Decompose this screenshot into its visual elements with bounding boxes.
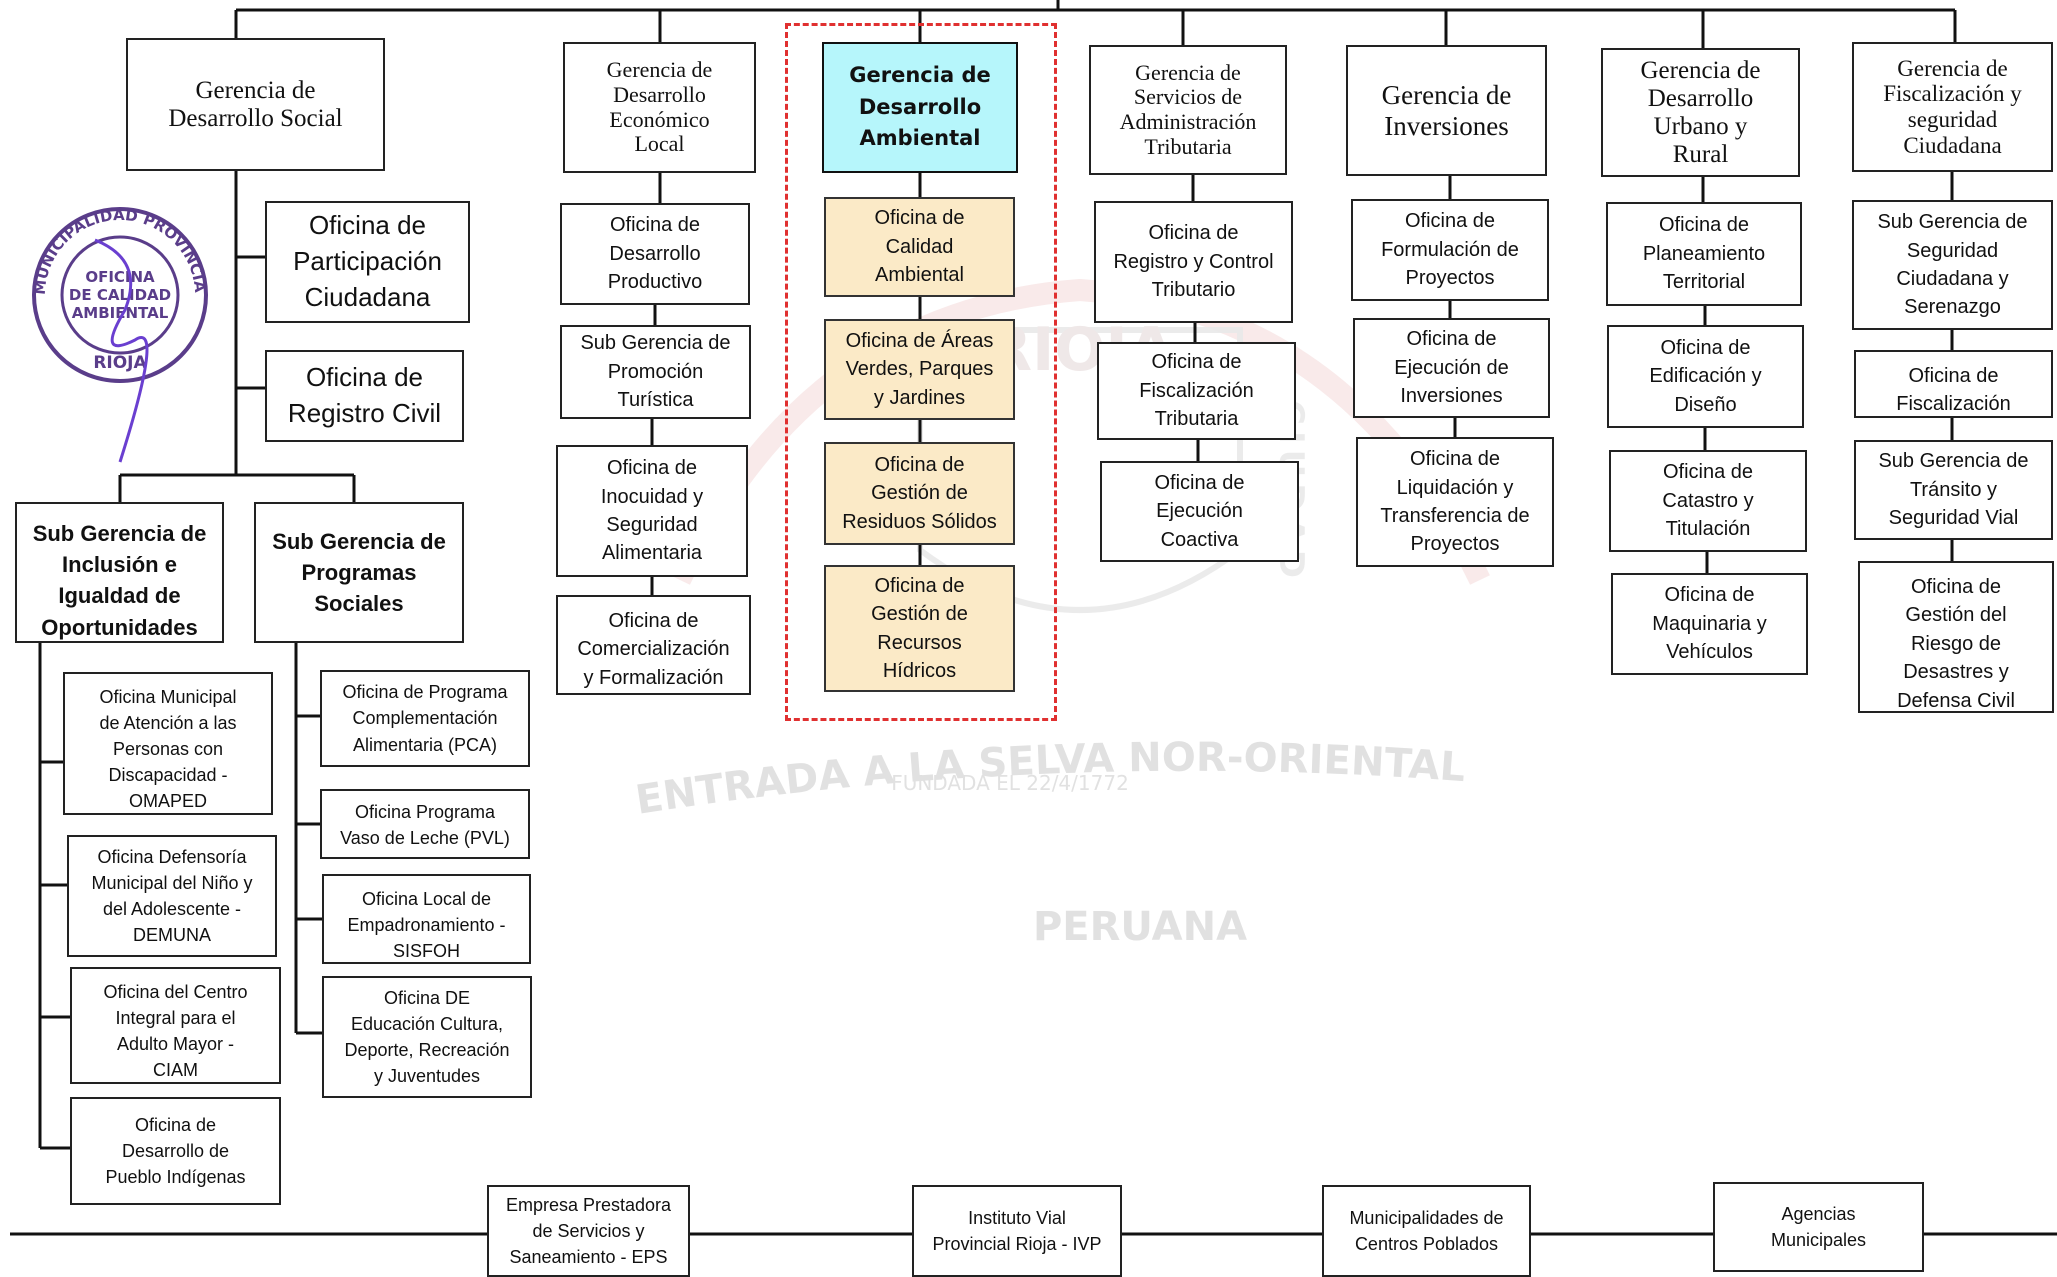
- oficina-registro-civil[interactable]: Oficina de Registro Civil: [265, 350, 464, 442]
- oficina-planeamiento-territorial[interactable]: Oficina de Planeamiento Territorial: [1606, 202, 1802, 306]
- oficina-fiscalizacion-tributaria-label: Oficina de Fiscalización Tributaria: [1139, 351, 1254, 431]
- oficina-maquinaria-vehiculos[interactable]: Oficina de Maquinaria y Vehículos: [1611, 573, 1808, 675]
- oficina-comercializacion-label: Oficina de Comercialización y Formalizac…: [577, 610, 730, 689]
- gerencia-desarrollo-economico-label: Gerencia de Desarrollo Económico Local: [606, 57, 713, 157]
- watermark-founded: FUNDADA EL 22/4/1772: [891, 771, 1129, 795]
- oficina-edificacion-diseno-label: Oficina de Edificación y Diseño: [1649, 336, 1762, 416]
- gerencia-administracion-tributaria[interactable]: Gerencia de Servicios de Administración …: [1089, 45, 1287, 175]
- gerencia-fiscalizacion-seguridad-label: Gerencia de Fiscalización y seguridad Ci…: [1883, 55, 2022, 158]
- empresa-eps[interactable]: Empresa Prestadora de Servicios y Saneam…: [487, 1185, 690, 1277]
- oficina-ciam[interactable]: Oficina del Centro Integral para el Adul…: [70, 967, 281, 1084]
- oficina-sisfoh[interactable]: Oficina Local de Empadronamiento - SISFO…: [322, 874, 531, 964]
- oficina-ciam-label: Oficina del Centro Integral para el Adul…: [103, 982, 248, 1081]
- sub-gerencia-seguridad-ciudadana[interactable]: Sub Gerencia de Seguridad Ciudadana y Se…: [1852, 200, 2053, 330]
- sub-gerencia-transito[interactable]: Sub Gerencia de Tránsito y Seguridad Via…: [1854, 440, 2053, 540]
- oficina-demuna-label: Oficina Defensoría Municipal del Niño y …: [91, 846, 253, 946]
- oficina-residuos-solidos[interactable]: Oficina de Gestión de Residuos Sólidos: [824, 442, 1015, 545]
- oficina-omaped[interactable]: Oficina Municipal de Atención a las Pers…: [63, 672, 273, 815]
- agencias-municipales[interactable]: Agencias Municipales: [1713, 1182, 1924, 1272]
- sub-gerencia-promocion-turistica-label: Sub Gerencia de Promoción Turística: [580, 332, 731, 412]
- seal-inner-line2: DE CALIDAD: [69, 286, 171, 304]
- oficina-catastro-titulacion[interactable]: Oficina de Catastro y Titulación: [1609, 450, 1807, 552]
- gerencia-desarrollo-urbano-rural[interactable]: Gerencia de Desarrollo Urbano y Rural: [1601, 48, 1800, 177]
- sub-gerencia-inclusion[interactable]: Sub Gerencia de Inclusión e Igualdad de …: [15, 502, 224, 643]
- oficina-ejecucion-coactiva-label: Oficina de Ejecución Coactiva: [1154, 471, 1245, 551]
- gerencia-desarrollo-ambiental-label: Gerencia de Desarrollo Ambiental: [849, 62, 991, 151]
- highlight-frame: [785, 23, 1057, 721]
- oficina-pueblo-indigenas[interactable]: Oficina de Desarrollo de Pueblo Indígena…: [70, 1097, 281, 1205]
- municipalidades-centros-poblados[interactable]: Municipalidades de Centros Poblados: [1322, 1185, 1531, 1277]
- seal-bottom-text: RIOJA: [93, 353, 147, 373]
- oficina-calidad-ambiental-label: Oficina de Calidad Ambiental: [874, 207, 965, 287]
- oficina-recursos-hidricos[interactable]: Oficina de Gestión de Recursos Hídricos: [824, 565, 1015, 692]
- oficina-calidad-ambiental[interactable]: Oficina de Calidad Ambiental: [824, 197, 1015, 297]
- gerencia-inversiones-label: Gerencia de Inversiones: [1381, 80, 1512, 141]
- oficina-pvl-label: Oficina Programa Vaso de Leche (PVL): [340, 802, 510, 849]
- oficina-demuna[interactable]: Oficina Defensoría Municipal del Niño y …: [67, 835, 277, 957]
- seal-stamp: MUNICIPALIDAD PROVINCIAL DE RIOJA OFICIN…: [25, 200, 209, 463]
- oficina-educacion-cultura-label: Oficina DE Educación Cultura, Deporte, R…: [344, 987, 510, 1087]
- oficina-pca-label: Oficina de Programa Complementación Alim…: [342, 682, 508, 755]
- seal-inner-line1: OFICINA: [85, 268, 155, 286]
- oficina-recursos-hidricos-label: Oficina de Gestión de Recursos Hídricos: [871, 574, 968, 682]
- oficina-areas-verdes[interactable]: Oficina de Áreas Verdes, Parques y Jardi…: [824, 319, 1015, 420]
- oficina-formulacion-proyectos-label: Oficina de Formulación de Proyectos: [1381, 210, 1519, 290]
- oficina-catastro-titulacion-label: Oficina de Catastro y Titulación: [1662, 461, 1754, 541]
- oficina-registro-control-tributario-label: Oficina de Registro y Control Tributario: [1113, 222, 1274, 302]
- oficina-inocuidad-label: Oficina de Inocuidad y Seguridad Aliment…: [600, 457, 704, 565]
- oficina-liquidacion-transferencia-label: Oficina de Liquidación y Transferencia d…: [1380, 448, 1530, 556]
- gerencia-inversiones[interactable]: Gerencia de Inversiones: [1346, 45, 1547, 176]
- oficina-areas-verdes-label: Oficina de Áreas Verdes, Parques y Jardi…: [845, 329, 994, 409]
- oficina-ejecucion-coactiva[interactable]: Oficina de Ejecución Coactiva: [1100, 461, 1299, 562]
- gerencia-administracion-tributaria-label: Gerencia de Servicios de Administración …: [1119, 59, 1257, 159]
- gerencia-desarrollo-urbano-rural-label: Gerencia de Desarrollo Urbano y Rural: [1640, 56, 1761, 168]
- oficina-gestion-riesgo-label: Oficina de Gestión del Riesgo de Desastr…: [1897, 576, 2015, 712]
- agencias-municipales-label: Agencias Municipales: [1770, 1203, 1867, 1250]
- watermark-motto-line2: PERUANA: [1033, 904, 1247, 950]
- oficina-ejecucion-inversiones-label: Oficina de Ejecución de Inversiones: [1394, 328, 1509, 408]
- oficina-pca[interactable]: Oficina de Programa Complementación Alim…: [320, 670, 530, 767]
- oficina-edificacion-diseno[interactable]: Oficina de Edificación y Diseño: [1607, 325, 1804, 428]
- oficina-pvl[interactable]: Oficina Programa Vaso de Leche (PVL): [320, 789, 530, 859]
- oficina-participacion-ciudadana-label: Oficina de Participación Ciudadana: [293, 210, 442, 312]
- instituto-vial-ivp[interactable]: Instituto Vial Provincial Rioja - IVP: [912, 1185, 1122, 1277]
- municipalidades-centros-poblados-label: Municipalidades de Centros Poblados: [1349, 1207, 1504, 1254]
- oficina-inocuidad[interactable]: Oficina de Inocuidad y Seguridad Aliment…: [556, 445, 748, 577]
- sub-gerencia-programas-sociales[interactable]: Sub Gerencia de Programas Sociales: [254, 502, 464, 643]
- oficina-desarrollo-productivo[interactable]: Oficina de Desarrollo Productivo: [560, 203, 750, 305]
- oficina-liquidacion-transferencia[interactable]: Oficina de Liquidación y Transferencia d…: [1356, 437, 1554, 567]
- empresa-eps-label: Empresa Prestadora de Servicios y Saneam…: [505, 1194, 672, 1268]
- oficina-pueblo-indigenas-label: Oficina de Desarrollo de Pueblo Indígena…: [105, 1114, 246, 1188]
- oficina-educacion-cultura[interactable]: Oficina DE Educación Cultura, Deporte, R…: [322, 976, 532, 1098]
- instituto-vial-ivp-label: Instituto Vial Provincial Rioja - IVP: [932, 1207, 1102, 1254]
- sub-gerencia-promocion-turistica[interactable]: Sub Gerencia de Promoción Turística: [560, 325, 751, 419]
- oficina-gestion-riesgo[interactable]: Oficina de Gestión del Riesgo de Desastr…: [1858, 561, 2054, 713]
- sub-gerencia-inclusion-label: Sub Gerencia de Inclusión e Igualdad de …: [32, 521, 207, 640]
- gerencia-fiscalizacion-seguridad[interactable]: Gerencia de Fiscalización y seguridad Ci…: [1852, 42, 2053, 172]
- oficina-sisfoh-label: Oficina Local de Empadronamiento - SISFO…: [347, 889, 506, 962]
- oficina-residuos-solidos-label: Oficina de Gestión de Residuos Sólidos: [842, 453, 997, 533]
- oficina-fiscalizacion[interactable]: Oficina de Fiscalización: [1854, 350, 2053, 418]
- oficina-maquinaria-vehiculos-label: Oficina de Maquinaria y Vehículos: [1652, 584, 1767, 664]
- oficina-omaped-label: Oficina Municipal de Atención a las Pers…: [99, 687, 237, 812]
- gerencia-desarrollo-social-label: Gerencia de Desarrollo Social: [168, 76, 343, 132]
- oficina-comercializacion[interactable]: Oficina de Comercialización y Formalizac…: [556, 595, 751, 695]
- oficina-planeamiento-territorial-label: Oficina de Planeamiento Territorial: [1642, 214, 1766, 294]
- seal-inner-line3: AMBIENTAL: [72, 304, 169, 322]
- gerencia-desarrollo-social[interactable]: Gerencia de Desarrollo Social: [126, 38, 385, 171]
- oficina-fiscalizacion-tributaria[interactable]: Oficina de Fiscalización Tributaria: [1097, 342, 1296, 440]
- oficina-participacion-ciudadana[interactable]: Oficina de Participación Ciudadana: [265, 201, 470, 323]
- oficina-ejecucion-inversiones[interactable]: Oficina de Ejecución de Inversiones: [1353, 318, 1550, 418]
- oficina-formulacion-proyectos[interactable]: Oficina de Formulación de Proyectos: [1351, 199, 1549, 301]
- oficina-registro-civil-label: Oficina de Registro Civil: [287, 362, 442, 428]
- oficina-fiscalizacion-label: Oficina de Fiscalización: [1896, 365, 2011, 416]
- oficina-desarrollo-productivo-label: Oficina de Desarrollo Productivo: [607, 214, 703, 294]
- oficina-registro-control-tributario[interactable]: Oficina de Registro y Control Tributario: [1094, 201, 1293, 323]
- sub-gerencia-programas-sociales-label: Sub Gerencia de Programas Sociales: [272, 528, 446, 617]
- sub-gerencia-transito-label: Sub Gerencia de Tránsito y Seguridad Via…: [1878, 450, 2029, 530]
- gerencia-desarrollo-ambiental[interactable]: Gerencia de Desarrollo Ambiental: [822, 42, 1018, 173]
- sub-gerencia-seguridad-ciudadana-label: Sub Gerencia de Seguridad Ciudadana y Se…: [1877, 211, 2028, 319]
- gerencia-desarrollo-economico[interactable]: Gerencia de Desarrollo Económico Local: [563, 42, 756, 173]
